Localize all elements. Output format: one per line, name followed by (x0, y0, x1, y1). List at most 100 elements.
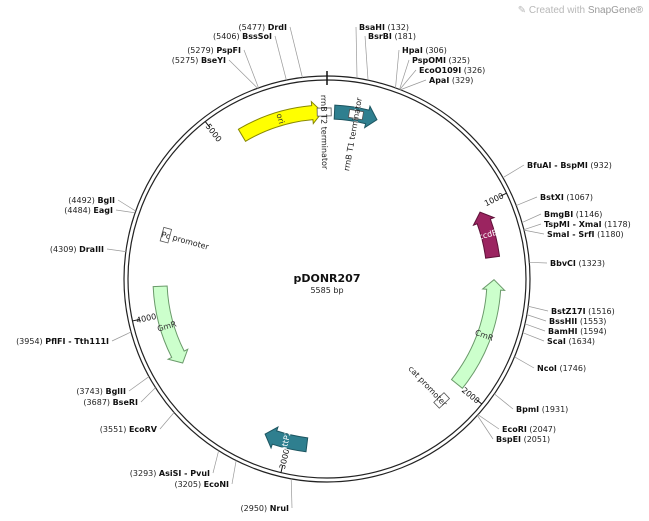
restriction-site-label: (5406) BssSoI (213, 32, 272, 41)
small-feature-box (316, 107, 332, 117)
restriction-site-label: ScaI (1634) (547, 337, 595, 346)
restriction-site-label: BspEI (2051) (496, 435, 550, 444)
site-leader-line (529, 261, 548, 264)
restriction-site-label: (3743) BglII (76, 387, 126, 396)
snapgene-watermark: ✎ Created with SnapGene® (518, 5, 643, 16)
site-name: BfuAI - BspMI (527, 161, 588, 170)
site-position: (3205) (174, 480, 201, 489)
site-position: (326) (464, 66, 486, 75)
site-name: ApaI (429, 76, 449, 85)
site-leader-line (514, 356, 535, 369)
site-name: NruI (270, 504, 289, 513)
small-feature-label: rrnB T2 terminator (319, 95, 329, 170)
site-leader-line (364, 35, 369, 81)
site-name: BseRI (113, 398, 138, 407)
site-leader-line (111, 331, 132, 342)
small-feature-box (347, 108, 365, 121)
tick-label: 1000 (483, 191, 505, 208)
restriction-site-label: (3954) PflFI - Tth111I (16, 337, 109, 346)
restriction-site-label: (5275) BseYI (172, 56, 226, 65)
small-feature-label: cat promoter (406, 364, 449, 409)
site-position: (4484) (64, 206, 91, 215)
site-name: BglI (97, 196, 115, 205)
restriction-site-label: (2950) NruI (241, 504, 289, 513)
site-leader-line (399, 69, 417, 90)
site-position: (1634) (568, 337, 595, 346)
restriction-site-label: BbvCI (1323) (550, 259, 605, 268)
site-leader-line (212, 450, 219, 474)
plasmid-length: 5585 bp (310, 286, 343, 295)
site-name: BpmI (516, 405, 539, 414)
feature-arrow-attp2 (264, 426, 309, 453)
site-leader-line (477, 415, 494, 440)
restriction-site-label: BssHII (1553) (549, 317, 606, 326)
site-name: BamHI (548, 327, 578, 336)
site-name: PflFI - Tth111I (45, 337, 109, 346)
site-position: (3551) (100, 425, 127, 434)
small-feature-box (159, 226, 173, 244)
site-name: BmgBI (544, 210, 573, 219)
site-position: (4309) (50, 245, 77, 254)
site-leader-line (355, 26, 358, 79)
site-position: (2950) (241, 504, 268, 513)
restriction-site-label: (4309) DraIII (50, 245, 104, 254)
site-name: BglII (105, 387, 126, 396)
site-name: EcoRV (129, 425, 158, 434)
site-position: (3293) (130, 469, 157, 478)
site-name: BspEI (496, 435, 521, 444)
restriction-site-label: (3687) BseRI (83, 398, 138, 407)
site-leader-line (524, 323, 546, 332)
restriction-site-label: BfuAI - BspMI (932) (527, 161, 612, 170)
restriction-site-label: SmaI - SrfI (1180) (547, 230, 624, 239)
site-position: (3954) (16, 337, 43, 346)
site-name: AsiSI - PvuI (159, 469, 210, 478)
site-name: BstXI (540, 193, 564, 202)
site-position: (1146) (576, 210, 603, 219)
site-name: EcoRI (502, 425, 527, 434)
site-position: (5275) (172, 56, 199, 65)
restriction-site-label: (4484) EagI (64, 206, 113, 215)
restriction-site-label: BstZ17I (1516) (551, 307, 615, 316)
restriction-site-label: (3551) EcoRV (100, 425, 158, 434)
restriction-site-label: (4492) BglI (68, 196, 115, 205)
site-name: BbvCI (550, 259, 576, 268)
site-leader-line (115, 209, 136, 214)
restriction-site-label: (5279) PspFI (187, 46, 241, 55)
site-leader-line (522, 332, 545, 342)
site-leader-line (526, 314, 547, 322)
site-leader-line (243, 49, 259, 89)
site-leader-line (494, 393, 514, 410)
site-leader-line (128, 376, 150, 392)
site-name: DraIII (79, 245, 104, 254)
site-name: ScaI (547, 337, 566, 346)
tick-mark (500, 192, 507, 197)
site-position: (5477) (239, 23, 266, 32)
site-leader-line (289, 26, 303, 78)
site-leader-line (228, 59, 258, 89)
site-name: EcoNI (204, 480, 229, 489)
restriction-site-label: EcoRI (2047) (502, 425, 556, 434)
restriction-site-label: PspOMI (325) (412, 56, 470, 65)
site-position: (1931) (542, 405, 569, 414)
site-name: PspFI (216, 46, 241, 55)
restriction-site-label: (3293) AsiSI - PvuI (130, 469, 210, 478)
site-position: (1323) (578, 259, 605, 268)
site-leader-line (140, 387, 156, 403)
site-name: BsrBI (368, 32, 392, 41)
site-name: EagI (93, 206, 113, 215)
plasmid-name: pDONR207 (294, 272, 361, 285)
tick-label: 2000 (460, 386, 481, 406)
site-position: (3687) (83, 398, 110, 407)
site-position: (1516) (588, 307, 615, 316)
restriction-site-label: BmgBI (1146) (544, 210, 602, 219)
site-leader-line (400, 79, 427, 91)
site-leader-line (516, 196, 538, 206)
restriction-site-label: BpmI (1931) (516, 405, 568, 414)
site-position: (132) (387, 23, 409, 32)
site-name: EcoO109I (419, 66, 461, 75)
tick-mark (132, 318, 140, 322)
tick-mark (280, 465, 284, 473)
site-position: (3743) (76, 387, 103, 396)
site-position: (1553) (580, 317, 607, 326)
tick-mark (476, 399, 483, 405)
